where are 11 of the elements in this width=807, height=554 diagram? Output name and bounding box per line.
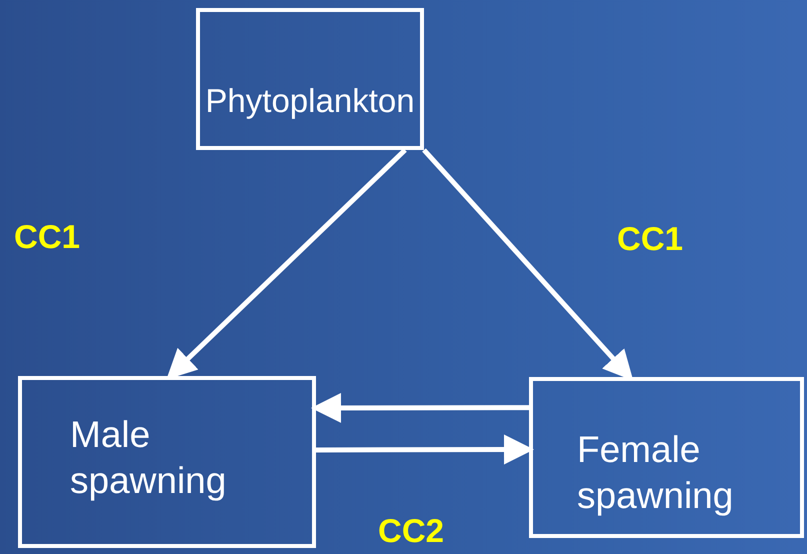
node-label: Male spawning: [70, 413, 228, 504]
node-label: Phytoplankton: [205, 81, 415, 121]
process-box: [196, 8, 424, 150]
arrow: [316, 434, 534, 464]
cycle-label: CC1: [617, 220, 684, 258]
cycle-label: CC2: [378, 512, 444, 550]
process-box: [529, 377, 804, 538]
arrow: [311, 392, 529, 423]
cycle-label: CC1: [14, 218, 80, 256]
node-label: Female spawning: [577, 428, 734, 518]
process-box: [18, 376, 316, 548]
